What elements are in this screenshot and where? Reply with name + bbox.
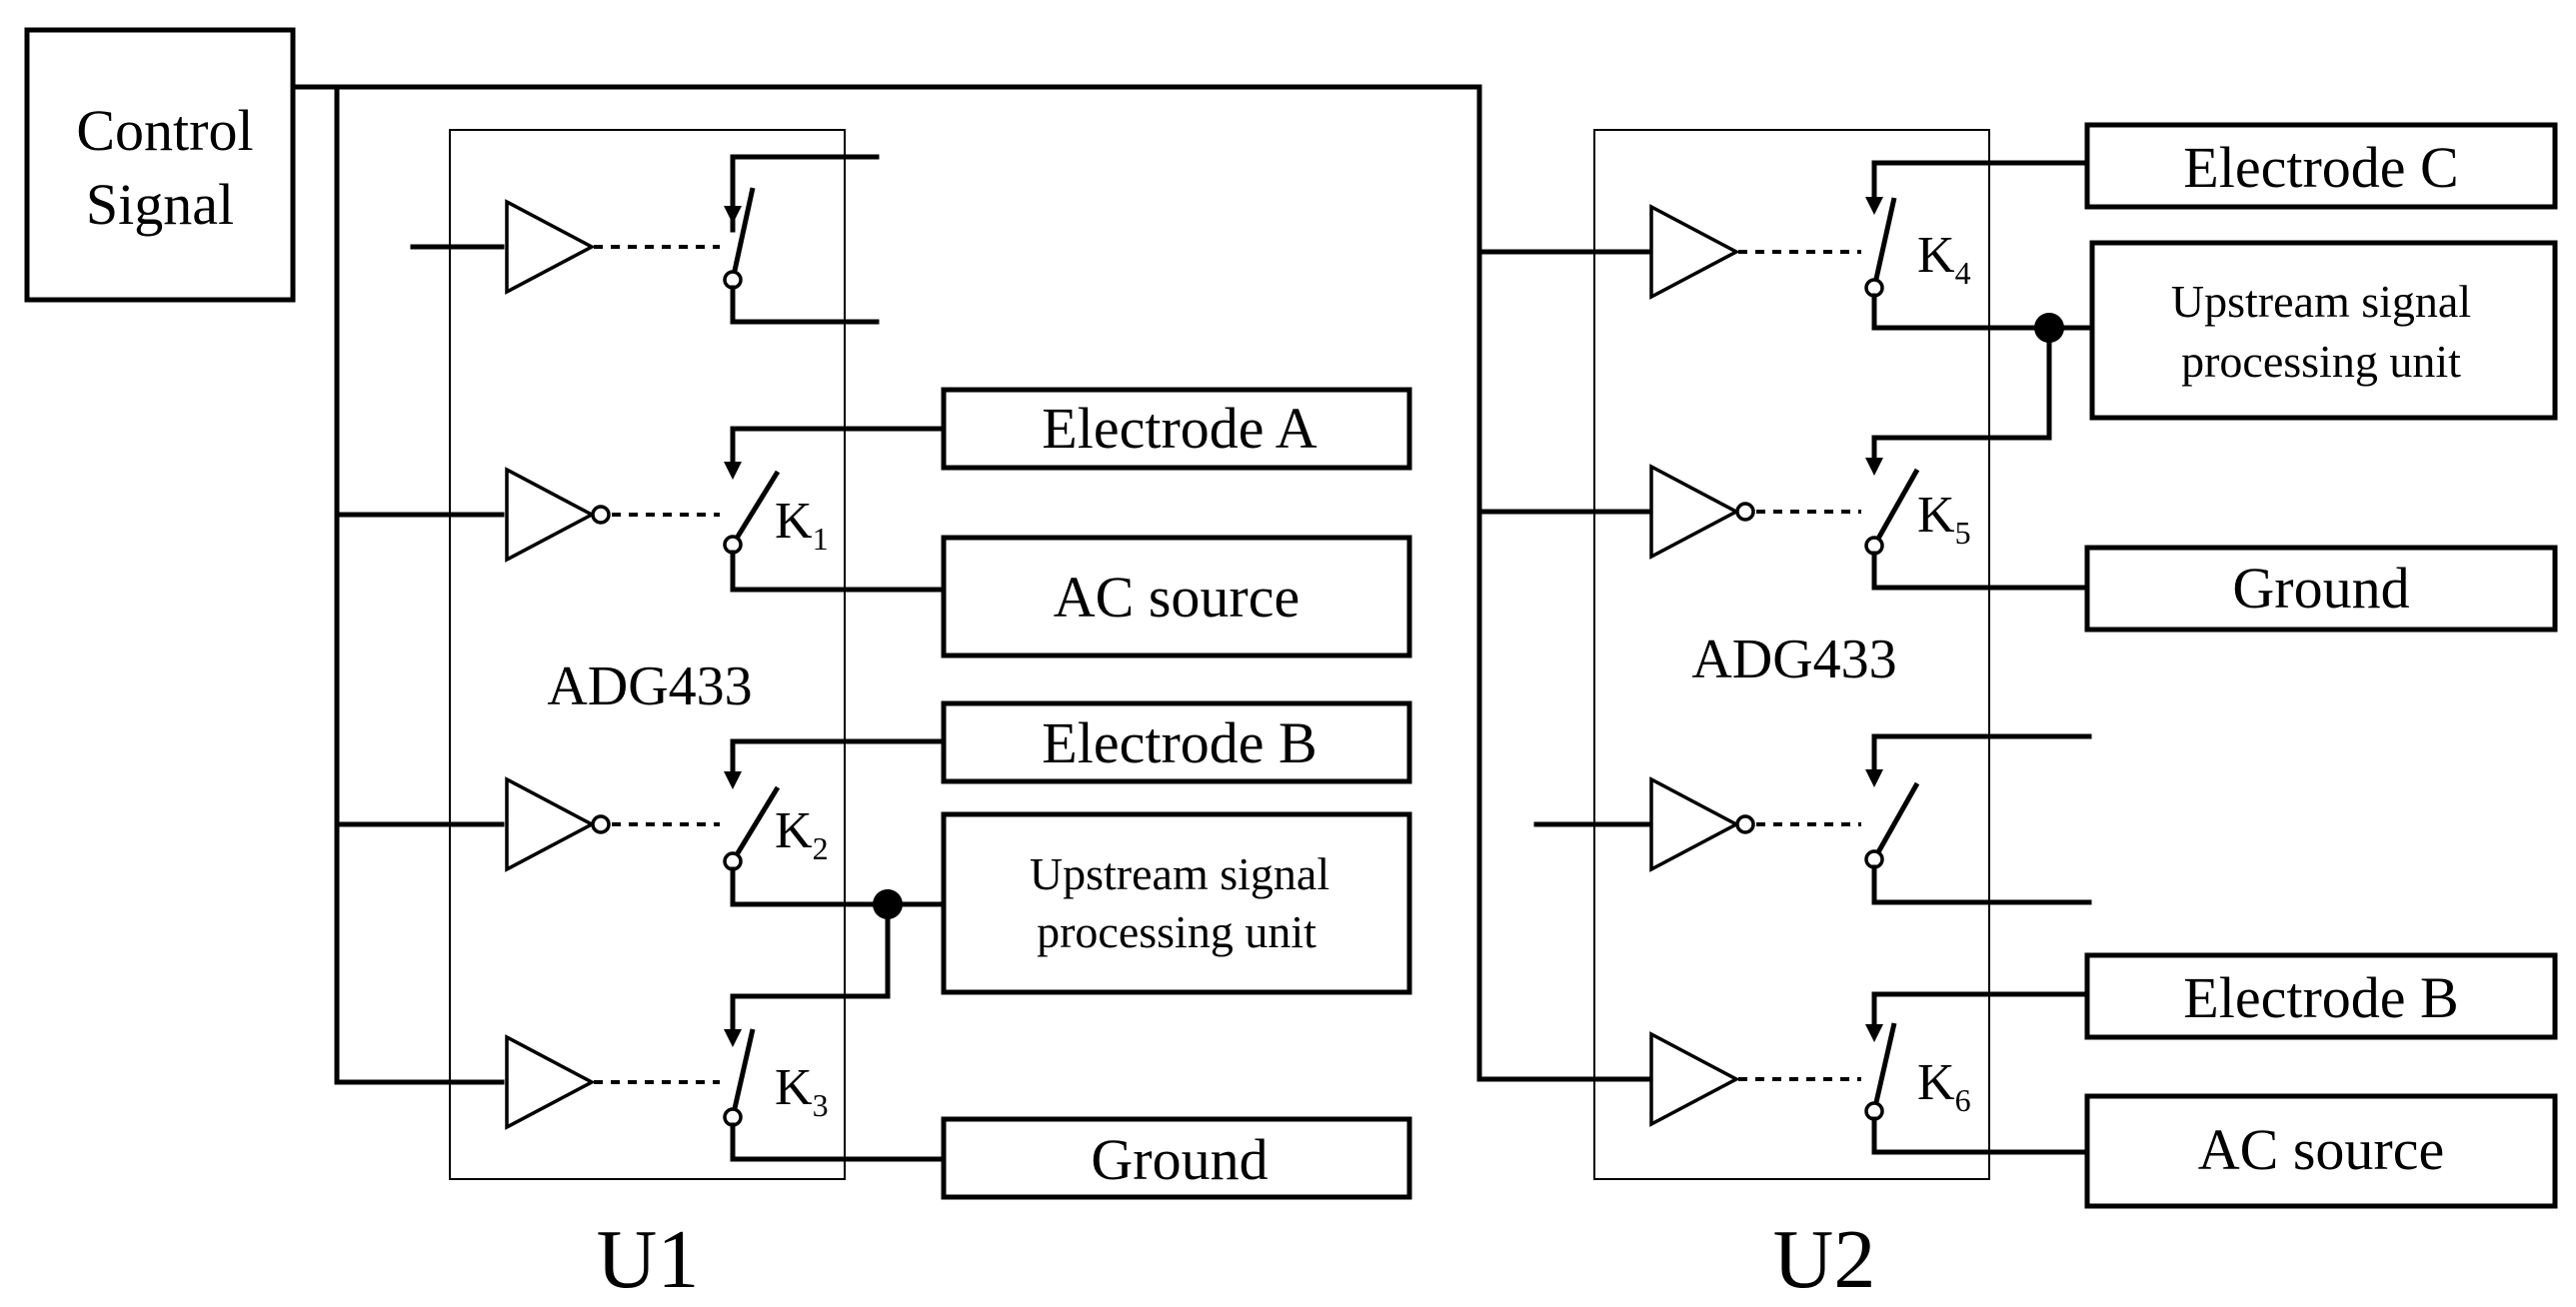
- u1-ground-label: Ground: [1091, 1127, 1268, 1192]
- u2-upstream-line1: Upstream signal: [2171, 276, 2471, 327]
- arrow-down-icon: [1865, 197, 1883, 215]
- u2-blocks: Electrode C Upstream signal processing u…: [2084, 122, 2558, 1209]
- buffer-icon: [1649, 204, 1740, 300]
- u2-channel-unused: [1533, 733, 2092, 905]
- switch-blade: [730, 470, 781, 547]
- k1-bottom-wire: [730, 550, 947, 593]
- arrow-down-icon: [1865, 458, 1883, 476]
- switch-blade: [730, 785, 781, 863]
- u1-channel-unused: [410, 154, 880, 325]
- u2-upstream-line2: processing unit: [2181, 336, 2461, 387]
- u2-switch-k5: K5: [1649, 325, 2090, 591]
- u2-electrode-c-label: Electrode C: [2183, 135, 2458, 200]
- u2-electrode-c-box: [2084, 122, 2558, 210]
- switch-blade: [730, 187, 756, 281]
- u2-switch-k6: K6: [1649, 991, 2090, 1155]
- u1-switch-k3: K3: [505, 901, 947, 1162]
- u2-junction-dot: [2034, 313, 2064, 343]
- u1-part-label: ADG433: [547, 655, 752, 717]
- u1-switch-k2: K2: [505, 738, 947, 907]
- inverter-bubble: [591, 505, 611, 525]
- u2-chip-outline: [1593, 129, 1990, 1180]
- u1-electrode-b-box: [941, 700, 1412, 784]
- buffer-icon: [505, 776, 596, 872]
- k1-label: K1: [775, 493, 829, 557]
- k6-label: K6: [1917, 1054, 1971, 1118]
- u2-ground-label: Ground: [2232, 556, 2409, 621]
- control-signal-line1: Control: [76, 98, 253, 163]
- buffer-icon: [1649, 776, 1740, 872]
- arrow-down-icon: [724, 462, 742, 480]
- switch-blade: [1871, 781, 1920, 861]
- u2-part-label: ADG433: [1691, 629, 1896, 690]
- buffer-icon: [505, 1034, 596, 1130]
- u1-ground-box: [941, 1116, 1412, 1200]
- k5-bottom-wire: [1871, 551, 2090, 591]
- u2-unused-bottom-terminal: [1871, 864, 2092, 905]
- u1-name-label: U1: [597, 1213, 700, 1306]
- buffer-icon: [1649, 464, 1740, 560]
- k2-top-wire: [730, 738, 947, 782]
- u1-electrode-a-label: Electrode A: [1042, 396, 1317, 461]
- inverter-bubble: [1735, 502, 1755, 522]
- u1-blocks: Electrode A AC source Electrode B Upstre…: [941, 387, 1412, 1200]
- arrow-down-icon: [724, 771, 742, 789]
- u1-ac-source-box: [941, 535, 1412, 658]
- bus-to-u2: [290, 84, 1482, 1082]
- u1-upstream-box: [941, 811, 1412, 995]
- buffer-icon: [1649, 1031, 1740, 1127]
- u1-electrode-a-box: [941, 387, 1412, 471]
- switch-blade: [1871, 468, 1920, 548]
- k6-bottom-wire: [1871, 1116, 2090, 1155]
- k4-bottom-wire: [1871, 293, 2090, 331]
- u1-electrode-b-label: Electrode B: [1042, 710, 1316, 775]
- k3-top-wire: [730, 901, 891, 1040]
- u1-ac-source-label: AC source: [1054, 565, 1299, 630]
- u1-switch-k1: K1: [505, 426, 947, 593]
- k5-label: K5: [1917, 487, 1971, 551]
- u1-junction-dot: [873, 889, 903, 919]
- buffer-icon: [505, 467, 596, 563]
- u2-ac-source-box: [2084, 1093, 2558, 1209]
- k4-label: K4: [1917, 227, 1971, 291]
- k2-bottom-wire: [730, 866, 947, 907]
- u2-ground-box: [2084, 545, 2558, 633]
- switch-blade: [730, 1028, 756, 1118]
- k3-bottom-wire: [730, 1122, 947, 1162]
- k1-top-wire: [730, 426, 947, 473]
- u2-upstream-box: [2089, 240, 2558, 421]
- k2-label: K2: [775, 802, 829, 866]
- k3-label: K3: [775, 1059, 829, 1123]
- arrow-down-icon: [1865, 769, 1883, 787]
- arrow-down-icon: [724, 1029, 742, 1047]
- switch-blade: [1871, 197, 1897, 289]
- u2-name-label: U2: [1773, 1213, 1876, 1306]
- control-signal-block: Control Signal: [24, 27, 296, 303]
- k5-top-wire: [1871, 325, 2052, 469]
- u1-upstream-line1: Upstream signal: [1030, 848, 1329, 899]
- k4-top-wire: [1871, 160, 2090, 208]
- u2-unused-top-terminal: [1871, 733, 2092, 780]
- u2-ac-source-label: AC source: [2198, 1117, 2444, 1182]
- buffer-icon: [505, 199, 596, 295]
- u2-switch-k4: K4: [1649, 160, 2090, 331]
- u1-ch0-bottom-terminal: [730, 285, 880, 325]
- u1-upstream-line2: processing unit: [1037, 906, 1316, 957]
- arrow-down-icon: [1865, 1024, 1883, 1042]
- u2-electrode-b-box: [2084, 952, 2558, 1040]
- u1-ch0-top-terminal: [730, 154, 880, 233]
- arrow-down-icon: [724, 206, 742, 224]
- u1-chip-outline: [449, 129, 846, 1180]
- inverter-bubble: [591, 814, 611, 834]
- switch-blade: [1871, 1022, 1897, 1112]
- control-signal-box: [24, 27, 296, 303]
- control-bus: [290, 84, 1652, 1085]
- k6-top-wire: [1871, 991, 2090, 1035]
- inverter-bubble: [1735, 814, 1755, 834]
- control-signal-line2: Signal: [86, 172, 234, 237]
- u2-electrode-b-label: Electrode B: [2183, 965, 2458, 1030]
